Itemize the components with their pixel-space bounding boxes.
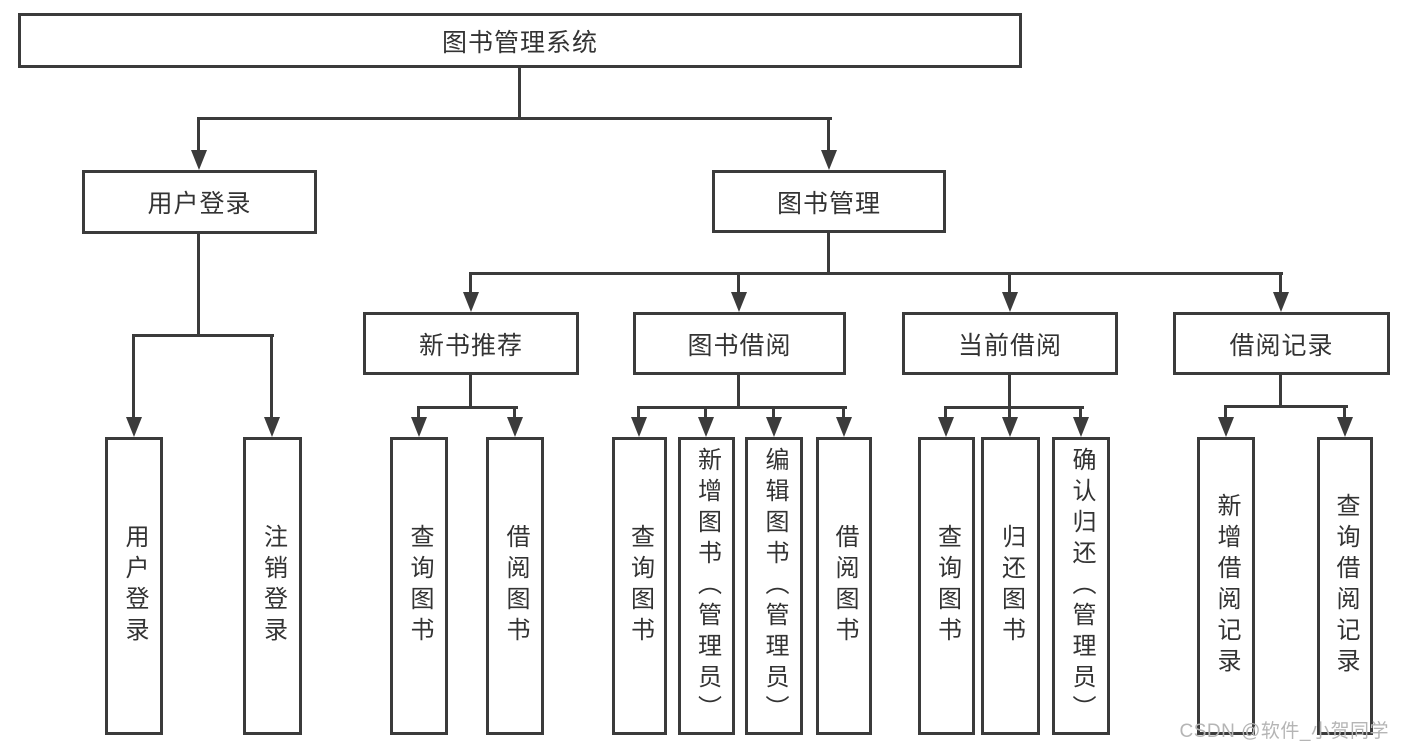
- connector-line: [197, 117, 200, 152]
- leaf-label: 查询图书: [406, 524, 433, 648]
- connector-line: [637, 406, 640, 420]
- node-current-borrow: 当前借阅: [902, 312, 1118, 375]
- connector-line: [842, 406, 845, 420]
- connector-line: [513, 406, 516, 420]
- arrow-down-icon: [821, 150, 837, 170]
- connector-line: [132, 334, 274, 337]
- connector-line: [1079, 406, 1082, 420]
- arrow-down-icon: [1073, 417, 1089, 437]
- leaf-label: 新增借阅记录: [1213, 493, 1240, 679]
- arrow-down-icon: [411, 417, 427, 437]
- connector-line: [198, 117, 832, 120]
- node-user-login: 用户登录: [82, 170, 317, 234]
- arrow-down-icon: [264, 417, 280, 437]
- connector-line: [1008, 272, 1011, 297]
- leaf-label: 注销登录: [259, 524, 287, 648]
- connector-line: [737, 375, 740, 408]
- connector-line: [827, 117, 830, 152]
- leaf-label: 借阅图书: [831, 524, 858, 648]
- leaf-label: 确认归还（管理员）: [1068, 446, 1095, 726]
- connector-line: [944, 406, 947, 420]
- connector-line: [704, 406, 707, 420]
- connector-line: [1008, 406, 1011, 420]
- arrow-down-icon: [938, 417, 954, 437]
- leaf-label: 查询借阅记录: [1332, 493, 1359, 679]
- node-new-book-recommend: 新书推荐: [363, 312, 579, 375]
- node-label: 图书管理系统: [441, 28, 598, 57]
- leaf-label: 借阅图书: [502, 524, 529, 648]
- leaf-add-borrow-record: 新增借阅记录: [1197, 437, 1255, 735]
- arrow-down-icon: [731, 292, 747, 312]
- connector-line: [132, 334, 135, 422]
- leaf-label: 归还图书: [997, 524, 1025, 648]
- leaf-edit-book-admin: 编辑图书（管理员）: [745, 437, 803, 735]
- connector-line: [944, 406, 1084, 409]
- connector-line: [1008, 375, 1011, 408]
- node-label: 借阅记录: [1229, 331, 1334, 360]
- leaf-label: 查询图书: [933, 524, 961, 648]
- arrow-down-icon: [1337, 417, 1353, 437]
- arrow-down-icon: [631, 417, 647, 437]
- watermark: CSDN @软件_小贺同学: [1179, 721, 1389, 742]
- leaf-label: 用户登录: [121, 524, 148, 648]
- leaf-add-book-admin: 新增图书（管理员）: [678, 437, 735, 735]
- connector-line: [1343, 405, 1346, 420]
- leaf-borrow-books: 借阅图书: [816, 437, 872, 735]
- connector-line: [469, 272, 1283, 275]
- leaf-query-books-recommend: 查询图书: [390, 437, 448, 735]
- leaf-label: 查询图书: [626, 524, 654, 648]
- leaf-query-books-current: 查询图书: [918, 437, 975, 735]
- arrow-down-icon: [1218, 417, 1234, 437]
- node-label: 当前借阅: [957, 331, 1062, 360]
- arrow-down-icon: [463, 292, 479, 312]
- arrow-down-icon: [507, 417, 523, 437]
- arrow-down-icon: [1002, 292, 1018, 312]
- connector-line: [518, 68, 521, 119]
- node-label: 图书管理: [776, 189, 881, 218]
- leaf-confirm-return-admin: 确认归还（管理员）: [1052, 437, 1110, 735]
- connector-line: [417, 406, 420, 420]
- arrow-down-icon: [766, 417, 782, 437]
- node-root: 图书管理系统: [18, 13, 1022, 68]
- arrow-down-icon: [191, 150, 207, 170]
- connector-line: [1224, 405, 1348, 408]
- node-label: 新书推荐: [418, 331, 523, 360]
- connector-line: [1224, 405, 1227, 420]
- connector-line: [1279, 272, 1282, 297]
- leaf-logout: 注销登录: [243, 437, 302, 735]
- connector-line: [469, 375, 472, 408]
- connector-line: [270, 334, 273, 422]
- arrow-down-icon: [698, 417, 714, 437]
- leaf-label: 新增图书（管理员）: [693, 446, 721, 726]
- arrow-down-icon: [126, 417, 142, 437]
- arrow-down-icon: [1002, 417, 1018, 437]
- node-book-borrow: 图书借阅: [633, 312, 846, 375]
- leaf-return-books: 归还图书: [981, 437, 1040, 735]
- node-label: 用户登录: [147, 190, 252, 218]
- connector-line: [197, 234, 200, 336]
- node-borrow-records: 借阅记录: [1173, 312, 1390, 375]
- arrow-down-icon: [836, 417, 852, 437]
- connector-line: [772, 406, 775, 420]
- leaf-borrow-books-recommend: 借阅图书: [486, 437, 544, 735]
- arrow-down-icon: [1273, 292, 1289, 312]
- leaf-user-login: 用户登录: [105, 437, 163, 735]
- connector-line: [1279, 375, 1282, 407]
- leaf-query-borrow-record: 查询借阅记录: [1317, 437, 1373, 735]
- leaf-query-books-borrow: 查询图书: [612, 437, 667, 735]
- connector-line: [417, 406, 518, 409]
- connector-line: [637, 406, 847, 409]
- connector-line: [469, 272, 472, 297]
- connector-line: [737, 272, 740, 297]
- leaf-label: 编辑图书（管理员）: [761, 446, 788, 726]
- node-book-management: 图书管理: [712, 170, 946, 233]
- connector-line: [827, 233, 830, 274]
- node-label: 图书借阅: [687, 331, 792, 360]
